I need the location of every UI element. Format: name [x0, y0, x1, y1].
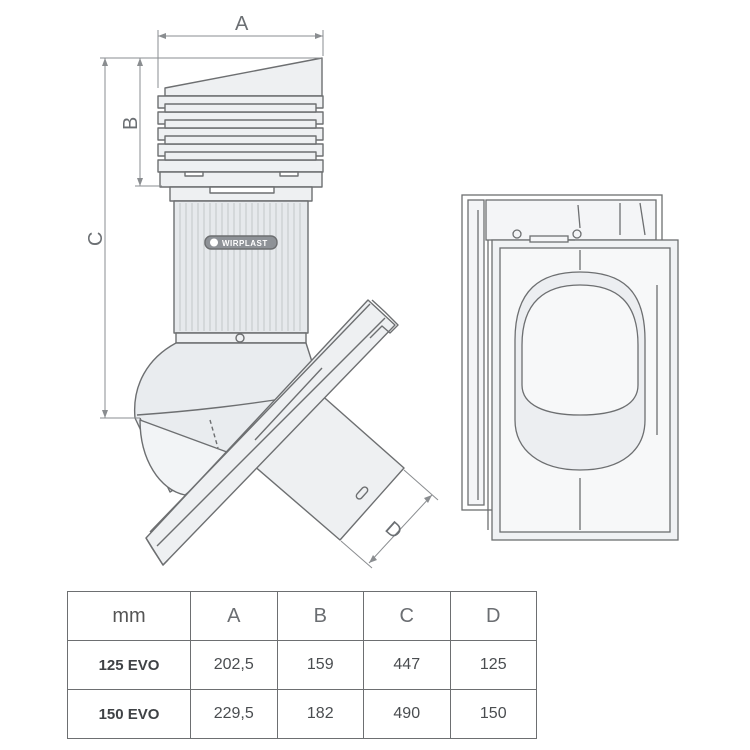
tile-vent-opening-inner — [521, 284, 639, 416]
brand-logo-badge — [204, 235, 278, 250]
table-cell: 447 — [363, 640, 451, 690]
table-cell-model: 125 EVO — [67, 640, 191, 690]
screw — [235, 333, 245, 343]
table-header-c: C — [363, 591, 451, 641]
dimension-b — [135, 57, 322, 187]
vent-pipe-body — [173, 200, 309, 334]
vent-louvre — [164, 119, 317, 129]
table-header-row: mm A B C D — [67, 591, 537, 641]
table-header-d: D — [449, 591, 537, 641]
tile-screw — [512, 229, 522, 239]
dimension-b-label: B — [120, 117, 142, 130]
vent-cap-top — [164, 57, 323, 97]
table-header-unit: mm — [67, 591, 191, 641]
tile-screw — [572, 229, 582, 239]
dimension-c — [100, 57, 140, 419]
dimension-a — [157, 30, 324, 88]
roof-tile-front-view — [461, 194, 679, 541]
dimension-d — [340, 469, 439, 569]
vent-louvre — [157, 159, 324, 173]
table-row: 125 EVO 202,5 159 447 125 — [67, 640, 537, 690]
brand-logo-mark — [210, 238, 218, 247]
vent-louvre — [164, 135, 317, 145]
vent-side-view — [133, 57, 405, 566]
table-cell: 229,5 — [190, 689, 278, 739]
table-header-a: A — [190, 591, 278, 641]
table-cell: 159 — [276, 640, 364, 690]
dimension-table: mm A B C D 125 EVO 202,5 159 447 125 150… — [67, 591, 537, 739]
table-cell: 490 — [363, 689, 451, 739]
table-cell: 202,5 — [190, 640, 278, 690]
dimension-d-label: D — [381, 517, 406, 543]
table-cell: 182 — [276, 689, 364, 739]
table-cell-model: 150 EVO — [67, 689, 191, 739]
table-cell: 125 — [449, 640, 537, 690]
vent-louvre — [164, 103, 317, 113]
table-row: 150 EVO 229,5 182 490 150 — [67, 689, 537, 739]
dimension-a-label: A — [235, 13, 249, 35]
vent-louvre — [164, 151, 317, 161]
technical-drawing: WIRPLAST A B C D — [85, 13, 679, 569]
dimension-c-label: C — [85, 232, 107, 246]
brand-logo-text: WIRPLAST — [222, 239, 268, 248]
table-header-b: B — [276, 591, 364, 641]
table-cell: 150 — [449, 689, 537, 739]
